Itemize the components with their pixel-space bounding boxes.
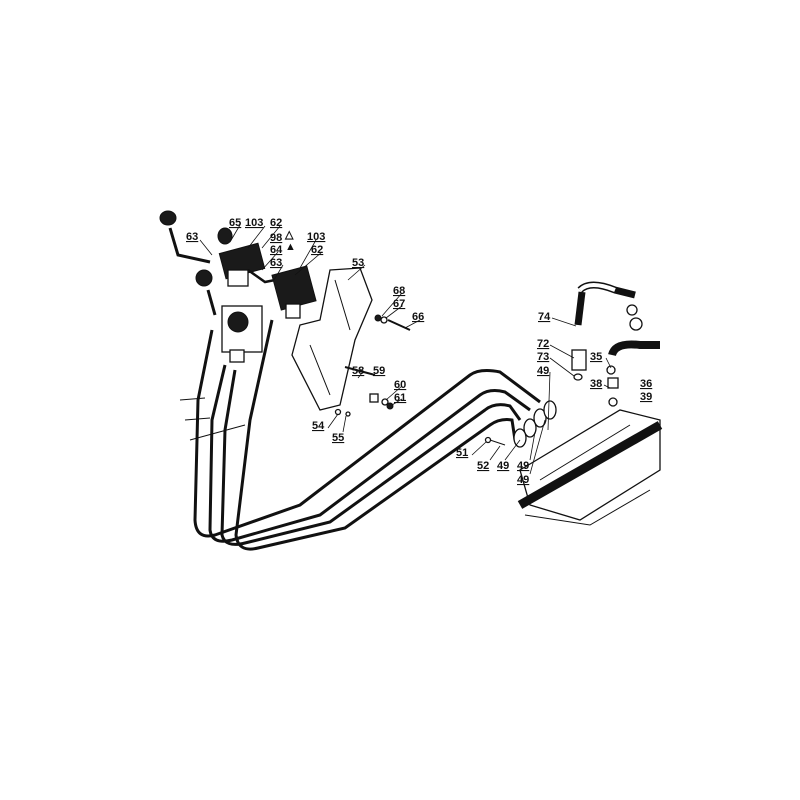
callout-72: 72	[537, 338, 549, 350]
callout-64: 64	[270, 244, 283, 256]
callout-61: 61	[394, 392, 406, 404]
callout-62: 62	[270, 217, 282, 229]
control-levers	[159, 210, 317, 363]
control-valve	[484, 281, 663, 526]
symbol-open-triangle: △	[284, 229, 294, 241]
callout-67: 67	[393, 298, 405, 310]
callout-60: 60	[394, 379, 406, 391]
callout-54: 54	[312, 420, 325, 432]
callout-68: 68	[393, 285, 405, 297]
callout-36: 36	[640, 378, 652, 390]
callout-49d: 49	[517, 474, 529, 486]
callout-66: 66	[412, 311, 424, 323]
callout-49a: 49	[537, 365, 549, 377]
callout-58: 58	[352, 365, 364, 377]
callout-52: 52	[477, 460, 489, 472]
callout-63b: 63	[270, 257, 282, 269]
callout-38: 38	[590, 378, 602, 390]
callout-39: 39	[640, 391, 652, 403]
callout-63: 63	[186, 231, 198, 243]
callout-98: 98	[270, 232, 282, 244]
callout-labels: 63 65 103 62 98 △ 64 ▲ 63 103 62 53 68 6…	[186, 217, 652, 486]
leader-lines	[199, 224, 612, 475]
callout-74: 74	[538, 311, 551, 323]
callout-73: 73	[537, 351, 549, 363]
hydraulic-hoses	[179, 319, 541, 551]
callout-62b: 62	[311, 244, 323, 256]
callout-55: 55	[332, 432, 344, 444]
callout-51: 51	[456, 447, 468, 459]
callout-49b: 49	[497, 460, 509, 472]
callout-59: 59	[373, 365, 385, 377]
symbol-filled-triangle: ▲	[285, 241, 296, 253]
callout-35: 35	[590, 351, 602, 363]
callout-103: 103	[245, 217, 263, 229]
callout-49c: 49	[517, 460, 529, 472]
callout-103b: 103	[307, 231, 325, 243]
mounting-bracket	[291, 267, 411, 417]
callout-53: 53	[352, 257, 364, 269]
callout-65: 65	[229, 217, 241, 229]
